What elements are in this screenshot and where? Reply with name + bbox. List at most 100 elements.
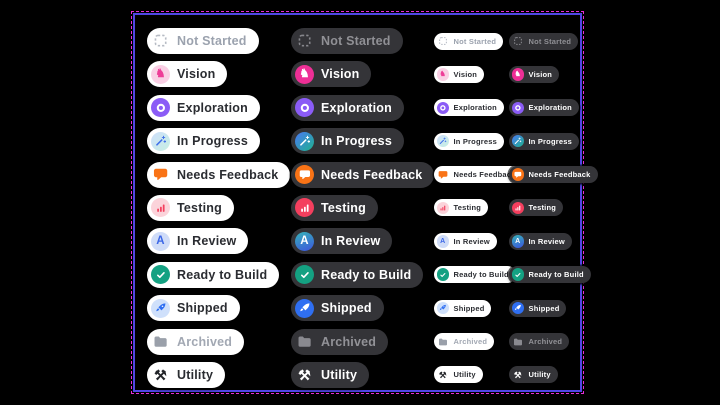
badge-cell: Archived	[509, 329, 570, 355]
badge-cell: ⚒ Utility	[509, 362, 558, 388]
badge-label: Ready to Build	[177, 267, 268, 282]
badge-exploration-light-sm[interactable]: Exploration	[434, 99, 504, 117]
badge-utility-light-sm[interactable]: ⚒Utility	[434, 366, 483, 384]
chat-bubble-icon	[295, 165, 314, 185]
badge-cell: Shipped	[509, 295, 567, 321]
badge-label: Utility	[528, 370, 551, 380]
badge-label: Shipped	[177, 301, 228, 316]
badge-label: Ready to Build	[528, 270, 584, 280]
badge-label: In Progress	[177, 134, 248, 149]
badge-label: Vision	[321, 67, 360, 82]
badge-exploration-dark-sm[interactable]: Exploration	[509, 99, 579, 117]
badge-cell: Needs Feedback	[291, 161, 435, 188]
badge-label: Archived	[453, 337, 488, 347]
magic-wand-icon	[436, 134, 449, 148]
badge-ready-to-build-light-lg[interactable]: Ready to Build	[147, 261, 280, 288]
badge-cell: Needs Feedback	[147, 161, 291, 188]
badge-testing-light-sm[interactable]: Testing	[434, 199, 489, 217]
badge-shipped-dark-sm[interactable]: Shipped	[509, 299, 567, 317]
badge-label: Ready to Build	[321, 267, 412, 282]
badge-vision-light-lg[interactable]: ♞Vision	[147, 61, 228, 88]
badge-cell: Exploration	[509, 95, 579, 121]
badge-cell: Testing	[291, 194, 378, 221]
badge-utility-dark-sm[interactable]: ⚒ Utility	[509, 366, 558, 384]
badge-in-progress-light-sm[interactable]: In Progress	[434, 132, 504, 150]
badge-vision-dark-sm[interactable]: ♞Vision	[509, 65, 560, 83]
badge-not-started-light-lg[interactable]: Not Started	[147, 28, 259, 54]
badge-cell: ⚒ Utility	[291, 361, 370, 388]
magic-wand-icon	[295, 131, 314, 151]
badge-testing-dark-lg[interactable]: Testing	[291, 194, 378, 221]
badge-archived-dark-sm[interactable]: Archived	[509, 333, 570, 351]
badge-ready-to-build-light-sm[interactable]: Ready to Build	[434, 266, 516, 284]
badge-in-progress-dark-lg[interactable]: In Progress	[291, 128, 404, 155]
ring-icon	[436, 101, 449, 115]
badge-utility-dark-lg[interactable]: ⚒ Utility	[291, 361, 370, 388]
magic-wand-icon	[151, 131, 170, 151]
badge-archived-light-sm[interactable]: Archived	[434, 333, 495, 351]
badge-exploration-light-lg[interactable]: Exploration	[147, 94, 260, 121]
badge-cell: ♞Vision	[434, 61, 485, 87]
badge-label: Vision	[453, 69, 478, 79]
letter-a-icon: A	[295, 231, 314, 251]
chat-bubble-icon	[437, 168, 450, 181]
badge-label: Needs Feedback	[528, 170, 591, 180]
badge-cell: In Progress	[509, 128, 579, 154]
badge-shipped-light-sm[interactable]: Shipped	[434, 299, 492, 317]
badge-ready-to-build-dark-sm[interactable]: Ready to Build	[509, 266, 591, 284]
badge-cell: Exploration	[291, 94, 404, 121]
badge-cell: ⚒Utility	[147, 361, 226, 388]
badge-label: Archived	[528, 337, 563, 347]
ring-icon	[151, 98, 170, 118]
badge-ready-to-build-dark-lg[interactable]: Ready to Build	[291, 261, 424, 288]
badge-label: In Review	[177, 234, 237, 249]
badge-cell: Testing	[509, 195, 564, 221]
badge-not-started-dark-sm[interactable]: Not Started	[509, 32, 579, 50]
badge-label: Needs Feedback	[321, 167, 423, 182]
badge-needs-feedback-dark-sm[interactable]: Needs Feedback	[509, 166, 598, 184]
badge-in-progress-dark-sm[interactable]: In Progress	[509, 132, 579, 150]
badge-needs-feedback-light-lg[interactable]: Needs Feedback	[147, 161, 291, 188]
badge-not-started-dark-lg[interactable]: Not Started	[291, 28, 403, 54]
badge-needs-feedback-light-sm[interactable]: Needs Feedback	[434, 166, 523, 184]
badge-utility-light-lg[interactable]: ⚒Utility	[147, 361, 226, 388]
badge-label: Exploration	[177, 100, 248, 115]
badge-archived-dark-lg[interactable]: Archived	[291, 328, 389, 355]
tools-icon: ⚒	[513, 369, 522, 380]
badge-cell: Shipped	[291, 295, 384, 322]
badge-not-started-light-sm[interactable]: Not Started	[434, 32, 504, 50]
tools-icon: ⚒	[298, 366, 311, 383]
badge-shipped-dark-lg[interactable]: Shipped	[291, 295, 384, 322]
badge-cell: Not Started	[434, 28, 504, 54]
badge-archived-light-lg[interactable]: Archived	[147, 328, 245, 355]
badge-vision-light-sm[interactable]: ♞Vision	[434, 65, 485, 83]
badge-label: Utility	[321, 367, 358, 382]
badge-testing-dark-sm[interactable]: Testing	[509, 199, 564, 217]
badge-label: In Review	[453, 236, 490, 246]
folder-icon	[151, 332, 170, 351]
badge-in-progress-light-lg[interactable]: In Progress	[147, 128, 260, 155]
badge-needs-feedback-dark-lg[interactable]: Needs Feedback	[291, 161, 435, 188]
badge-cell: In Progress	[147, 128, 260, 155]
badge-testing-light-lg[interactable]: Testing	[147, 194, 234, 221]
badge-vision-dark-lg[interactable]: ♞Vision	[291, 61, 372, 88]
dashed-square-icon	[295, 32, 314, 51]
badge-cell: ⚒Utility	[434, 362, 483, 388]
badge-label: Not Started	[453, 36, 497, 46]
badge-cell: ♞Vision	[291, 61, 372, 88]
badge-cell: In Progress	[434, 128, 504, 154]
badge-label: Testing	[453, 203, 482, 213]
badge-label: Ready to Build	[453, 270, 509, 280]
badge-label: In Progress	[321, 134, 392, 149]
badge-shipped-light-lg[interactable]: Shipped	[147, 295, 240, 322]
badge-exploration-dark-lg[interactable]: Exploration	[291, 94, 404, 121]
badge-label: Not Started	[321, 34, 391, 48]
